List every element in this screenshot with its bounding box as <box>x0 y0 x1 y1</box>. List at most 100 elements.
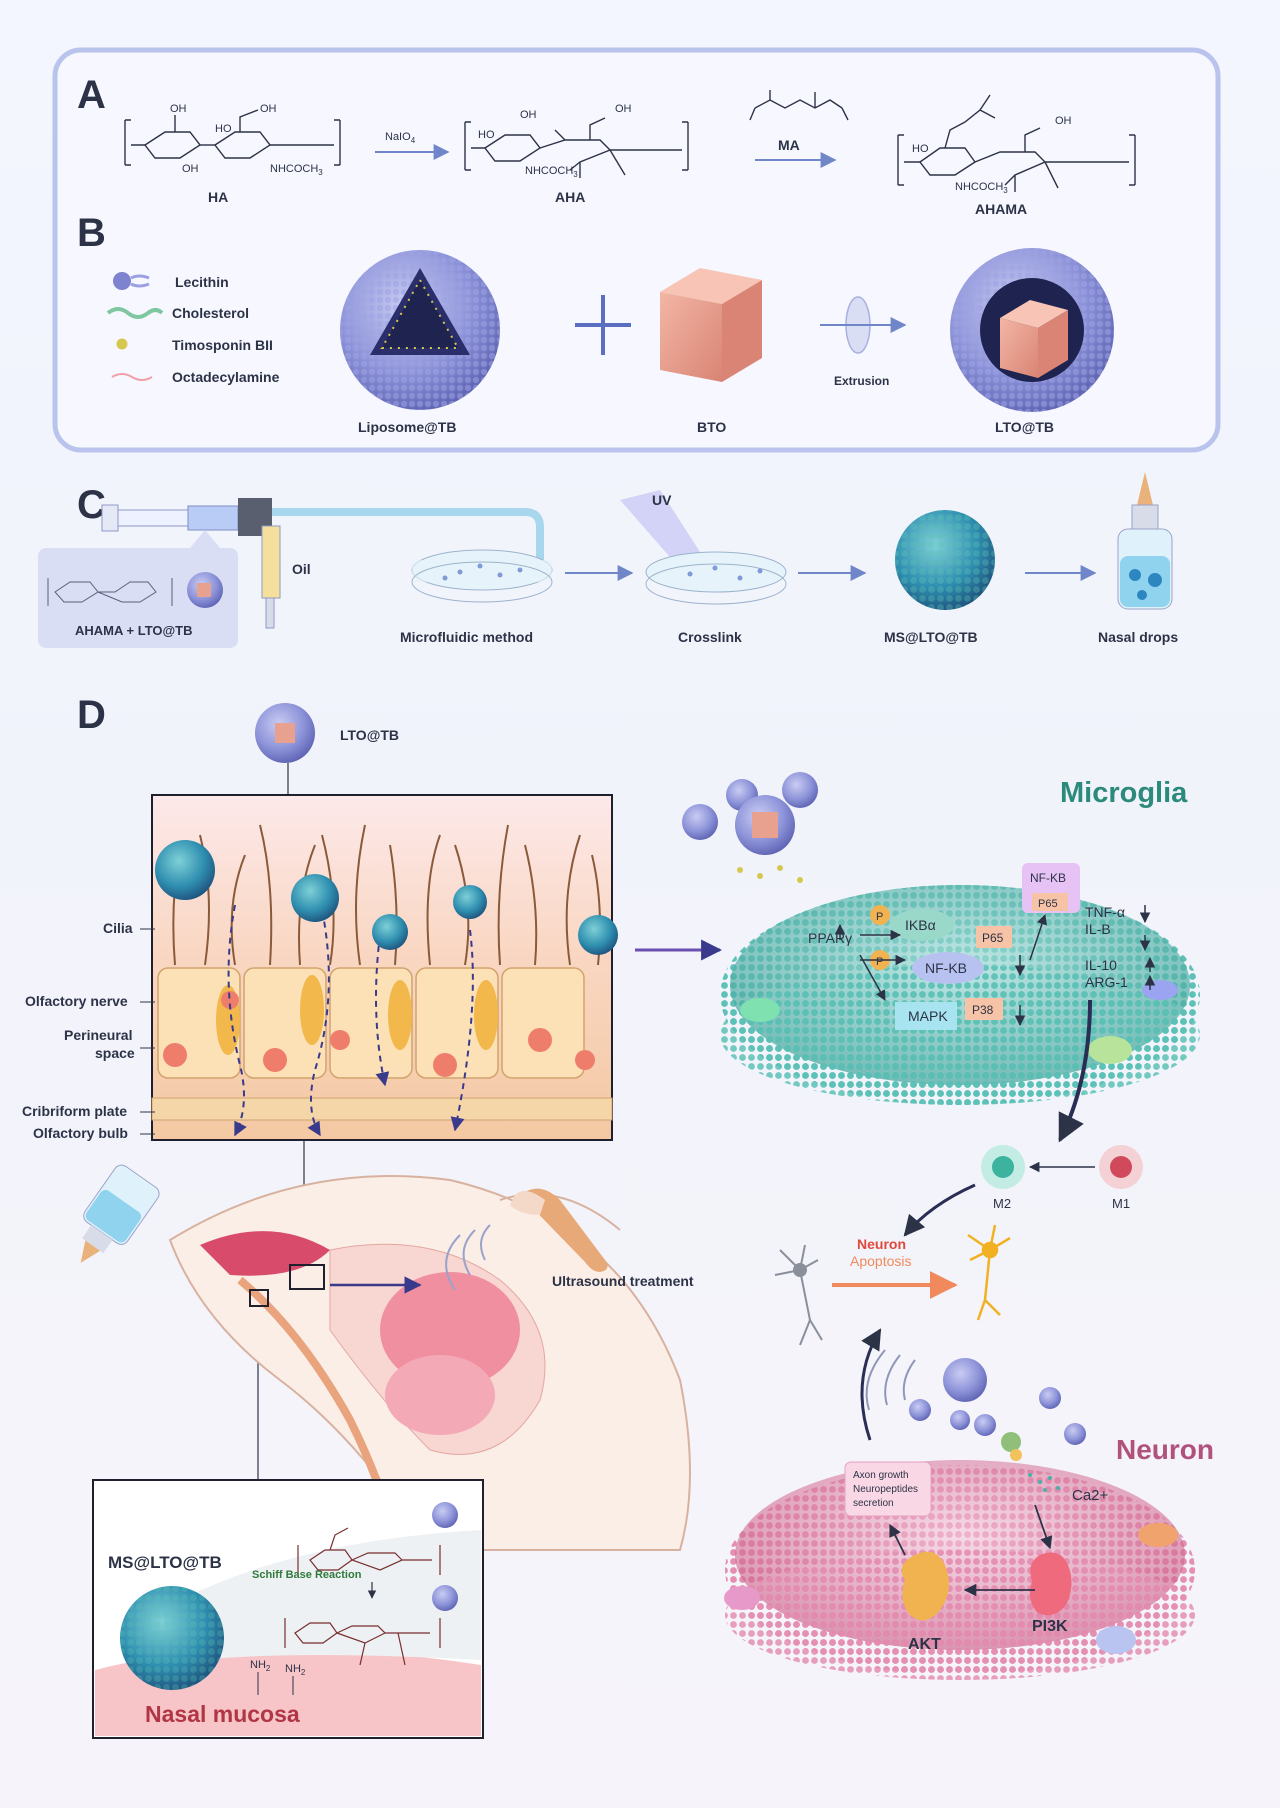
panel-c-letter: C <box>77 483 106 527</box>
nasal-drops-bottle <box>1117 472 1173 610</box>
label-ha: HA <box>208 189 228 205</box>
label-extrusion: Extrusion <box>834 374 889 388</box>
label-uv: UV <box>652 492 672 508</box>
bto-cube <box>660 268 762 382</box>
petri-dish-crosslink <box>645 551 787 605</box>
ahama-structure <box>897 94 1136 192</box>
label-step-crosslink: Crosslink <box>678 629 742 645</box>
inset-marker-1 <box>289 1264 325 1290</box>
label-m2: M2 <box>993 1196 1011 1211</box>
label-bto: BTO <box>697 419 726 435</box>
dropper-bottle <box>80 1164 160 1263</box>
label-nfkb-top: NF-KB <box>1030 871 1066 885</box>
chem-ho: HO <box>215 123 232 135</box>
label-ahama: AHAMA <box>975 201 1027 217</box>
chem-oh: OH <box>615 103 632 115</box>
chem-nhcoch3: NHCOCH3 <box>270 163 323 177</box>
label-liposome: Liposome@TB <box>358 419 456 435</box>
arrow-ultrasound-up <box>860 1328 882 1441</box>
mouse-head <box>168 1175 691 1552</box>
lto-particle-mucosa-1 <box>432 1502 458 1528</box>
label-p-1: P <box>876 911 883 923</box>
legend-lecithin: Lecithin <box>175 274 229 290</box>
label-step-microfluidic: Microfluidic method <box>400 629 533 645</box>
neuron-arrows <box>889 1504 1053 1597</box>
petri-dish-microfluidic <box>411 549 553 603</box>
p38-node <box>965 998 1003 1020</box>
legend-lecithin-icon <box>113 272 150 290</box>
lto-sphere-d-core <box>275 723 295 743</box>
ms-sphere-texture <box>895 510 995 610</box>
label-il10: IL-10 <box>1085 957 1117 973</box>
label-p38: P38 <box>972 1003 994 1017</box>
ultrasound-waves <box>865 1349 916 1411</box>
label-ultrasound: Ultrasound treatment <box>552 1273 694 1289</box>
arrow-microglia-to-m2 <box>1058 999 1092 1143</box>
ms-particles-tissue <box>155 840 618 955</box>
label-perineural-2: space <box>95 1045 135 1061</box>
label-apoptosis: Apoptosis <box>850 1253 911 1269</box>
label-nh2-1: NH2 <box>250 1659 271 1673</box>
aha-structure <box>464 117 689 178</box>
label-ma: MA <box>778 137 800 153</box>
lto-particle-mucosa-2 <box>432 1585 458 1611</box>
label-axon-1: Axon growth <box>853 1470 909 1481</box>
label-p-2: P <box>876 956 883 968</box>
label-arg1: ARG-1 <box>1085 974 1128 990</box>
m2-cell <box>981 1145 1025 1189</box>
panel-d-letter: D <box>77 693 106 737</box>
legend-timosponin-icon <box>116 338 128 350</box>
p65-node <box>976 926 1012 948</box>
p-badge-1 <box>870 905 890 925</box>
label-lto-d: LTO@TB <box>340 727 399 743</box>
label-aha: AHA <box>555 189 585 205</box>
label-step-ms: MS@LTO@TB <box>884 629 978 645</box>
transport-paths <box>227 899 474 1137</box>
chem-oh: OH <box>170 103 187 115</box>
label-p65-top: P65 <box>1038 898 1058 910</box>
arrow-m2-to-neuron <box>903 1183 976 1237</box>
m1-cell <box>1099 1145 1143 1189</box>
axon-box <box>844 1461 932 1517</box>
label-oil: Oil <box>292 561 311 577</box>
legend-cholesterol-icon <box>106 307 164 319</box>
label-schiff: Schiff Base Reaction <box>252 1569 362 1581</box>
mucosa-gel-shadow <box>180 1530 481 1660</box>
chem-ho: HO <box>912 143 929 155</box>
free-particles <box>682 772 818 883</box>
neuron-gray-icon <box>774 1244 823 1346</box>
legend-cholesterol: Cholesterol <box>172 305 249 321</box>
label-pi3k: PI3K <box>1032 1618 1068 1635</box>
lto-sphere <box>950 248 1114 412</box>
inset-chain <box>47 578 173 606</box>
legend-octadecylamine-icon <box>111 373 153 381</box>
label-axon-3: secretion <box>853 1498 894 1509</box>
label-olfactory-bulb: Olfactory bulb <box>33 1125 128 1141</box>
legend-octadecylamine: Octadecylamine <box>172 369 280 385</box>
cribriform-plate <box>151 1097 613 1121</box>
chem-oh: OH <box>182 163 199 175</box>
label-perineural-1: Perineural <box>64 1027 132 1043</box>
lto-sphere-neuron <box>943 1358 987 1402</box>
panel-b-letter: B <box>77 211 106 255</box>
label-cribriform: Cribriform plate <box>22 1103 127 1119</box>
inset-lto-core <box>197 583 211 597</box>
ikba-node <box>890 909 954 941</box>
cell-nuclei <box>163 991 595 1077</box>
chem-nhcoch3: NHCOCH3 <box>525 165 578 179</box>
label-p65: P65 <box>982 931 1004 945</box>
label-olfactory-nerve: Olfactory nerve <box>25 993 128 1009</box>
ultrasound-probe <box>445 1188 608 1291</box>
label-ikba: IKBα <box>905 917 936 933</box>
schiff-chem-bottom <box>284 1618 441 1666</box>
label-ilb: IL-B <box>1085 921 1111 937</box>
label-ca: Ca2+ <box>1072 1487 1109 1504</box>
liposome-sphere <box>340 250 500 410</box>
akt-protein <box>901 1551 949 1621</box>
label-m1: M1 <box>1112 1196 1130 1211</box>
label-lto: LTO@TB <box>995 419 1054 435</box>
microglia-membrane <box>720 885 1200 1105</box>
label-neuron-word: Neuron <box>857 1236 906 1252</box>
nfkb-node <box>912 952 984 984</box>
